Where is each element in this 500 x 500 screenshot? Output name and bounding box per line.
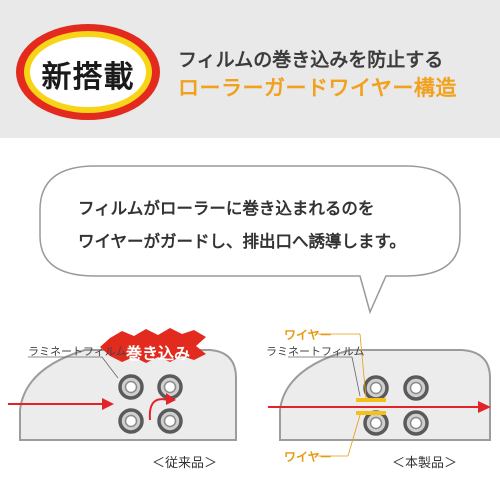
new-rollers: [363, 375, 429, 436]
bubble-text-line1: フィルムがローラーに巻き込まれるのを: [78, 199, 375, 218]
jam-badge-shape: [100, 328, 206, 363]
badge-graphic: [16, 24, 160, 120]
headline-line1: フィルムの巻き込みを防止する: [178, 49, 444, 71]
wire-label-bottom: ワイヤー: [284, 450, 332, 464]
new-film-label: ラミネートフィルム: [266, 345, 365, 358]
badge-label: 新搭載: [41, 60, 135, 95]
bubble-text-line2: ワイヤーがガードし、排出口へ誘導します。: [78, 232, 406, 251]
new-product-caption: ＜本製品＞: [392, 456, 458, 471]
headline-line2: ローラーガードワイヤー構造: [178, 76, 457, 100]
wire-label-top: ワイヤー: [284, 328, 332, 342]
wire-top: [356, 398, 386, 402]
old-product-caption: ＜従来品＞: [152, 456, 218, 471]
wire-bottom: [356, 411, 386, 415]
new-feature-badge: 新搭載: [14, 22, 162, 122]
jam-label: 巻き込み: [125, 344, 190, 363]
old-film-label: ラミネートフィルム: [28, 345, 127, 358]
old-rollers: [118, 374, 183, 434]
